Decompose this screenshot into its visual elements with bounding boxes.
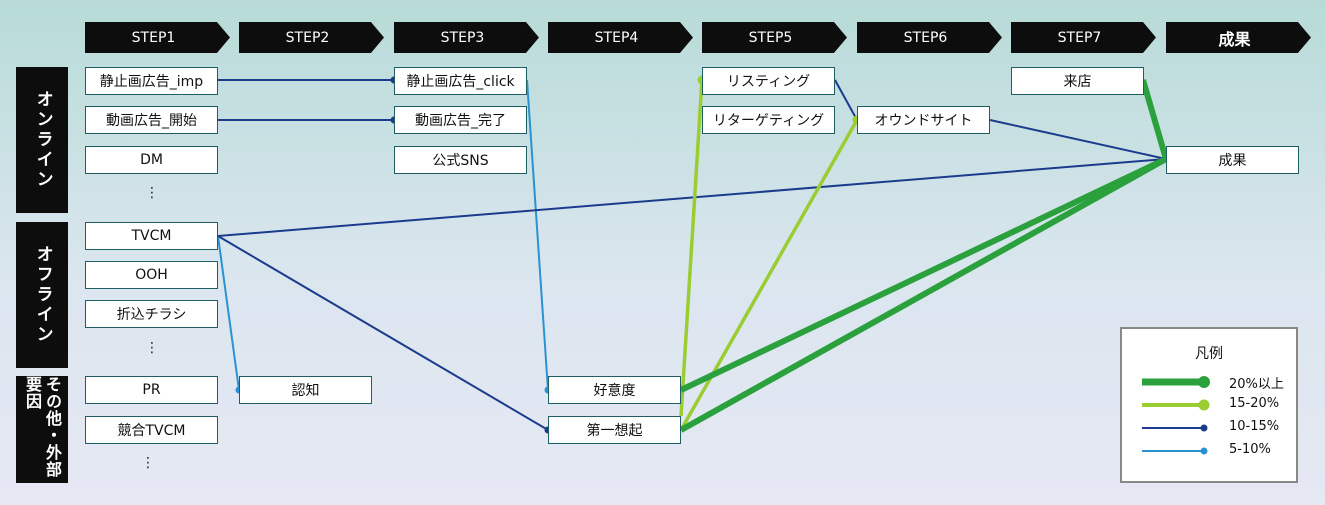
link-owned-site-to-result: [989, 119, 1167, 160]
step-header-2: STEP2: [239, 22, 384, 53]
link-tvcm-to-top-of-mind: [217, 235, 549, 431]
node-dm: DM: [85, 146, 218, 174]
legend-swatches: [1142, 376, 1210, 455]
link-click-to-favorability: [526, 79, 549, 391]
node-ooh: OOH: [85, 261, 218, 289]
step-header-5: STEP5: [702, 22, 847, 53]
legend-dot-0: [1198, 376, 1210, 388]
node-static-ad-click: 静止画広告_click: [394, 67, 527, 95]
node-owned-site: オウンドサイト: [857, 106, 990, 134]
node-video-ad-complete: 動画広告_完了: [394, 106, 527, 134]
step-header-1: STEP1: [85, 22, 230, 53]
legend-dot-2: [1200, 424, 1208, 432]
node-store-visit: 来店: [1011, 67, 1144, 95]
step-header-result: 成果: [1166, 22, 1311, 53]
step-header-7: STEP7: [1011, 22, 1156, 53]
node-result: 成果: [1166, 146, 1299, 174]
node-listing: リスティング: [702, 67, 835, 95]
offline-more-ellipsis: ⋮: [145, 340, 159, 356]
link-tvcm-to-awareness: [217, 235, 240, 391]
node-top-of-mind: 第一想起: [548, 416, 681, 444]
legend-dot-3: [1200, 447, 1208, 455]
step-header-3: STEP3: [394, 22, 539, 53]
link-listing-to-owned-site: [834, 79, 858, 121]
step-header-4: STEP4: [548, 22, 693, 53]
node-awareness: 認知: [239, 376, 372, 404]
link-store-visit-to-result: [1140, 79, 1169, 160]
legend-title: 凡例: [1195, 346, 1223, 362]
node-favorability: 好意度: [548, 376, 681, 404]
step-header-6: STEP6: [857, 22, 1002, 53]
node-official-sns: 公式SNS: [394, 146, 527, 174]
other-more-ellipsis: ⋮: [141, 455, 155, 471]
legend-box: 凡例 20%以上 15-20% 10-15% 5-10%: [1120, 327, 1298, 483]
online-more-ellipsis: ⋮: [145, 185, 159, 201]
category-online-label: オンライン: [32, 90, 53, 190]
node-video-ad-start: 動画広告_開始: [85, 106, 218, 134]
legend-label-5-10: 5-10%: [1229, 442, 1271, 457]
category-other: その他・外部要因: [16, 376, 68, 483]
link-tvcm-to-result: [217, 158, 1167, 237]
legend-label-15-20: 15-20%: [1229, 396, 1280, 411]
node-tvcm: TVCM: [85, 222, 218, 250]
legend-label-20plus: 20%以上: [1229, 377, 1284, 392]
category-online: オンライン: [16, 67, 68, 213]
node-competitor-tvcm: 競合TVCM: [85, 416, 218, 444]
node-static-ad-imp: 静止画広告_imp: [85, 67, 218, 95]
category-other-label: その他・外部要因: [23, 376, 62, 478]
link-favorability-to-result: [679, 156, 1168, 393]
category-offline: オフライン: [16, 222, 68, 368]
link-top-of-mind-to-listing: [679, 79, 704, 417]
node-pr: PR: [85, 376, 218, 404]
link-top-of-mind-to-result: [679, 156, 1168, 433]
node-flyer: 折込チラシ: [85, 300, 218, 328]
legend-label-10-15: 10-15%: [1229, 419, 1280, 434]
node-retargeting: リターゲティング: [702, 106, 835, 134]
legend-dot-1: [1198, 399, 1210, 411]
category-offline-label: オフライン: [32, 245, 53, 345]
